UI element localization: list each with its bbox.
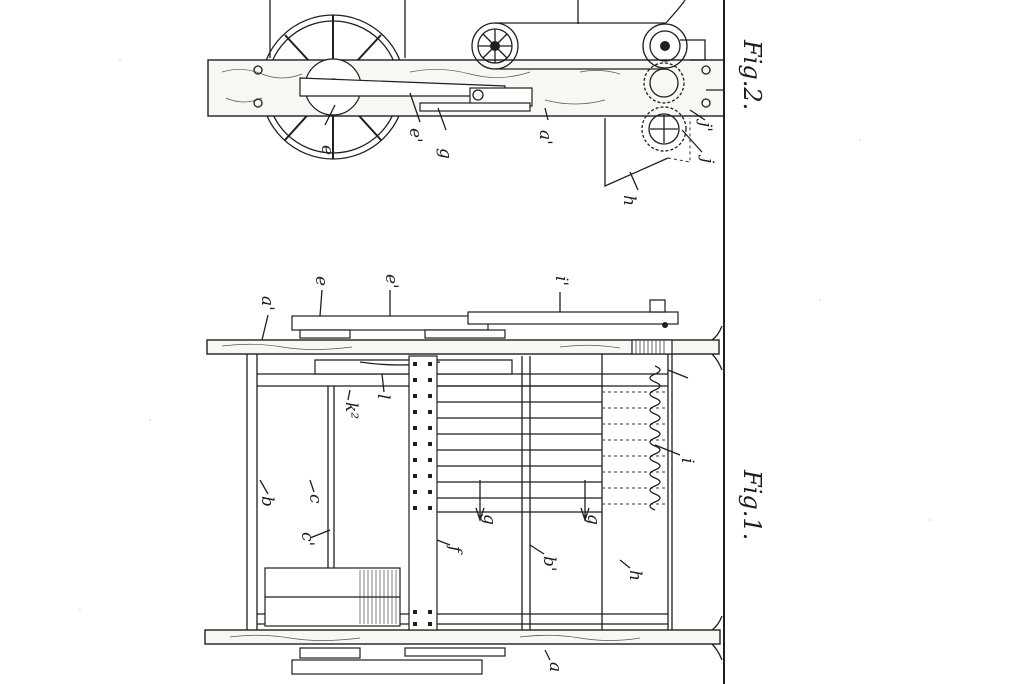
fig1-label-i: i <box>677 458 697 463</box>
fig2-label-a-prime: a' <box>535 130 555 145</box>
fig1-label-a: a <box>545 662 565 672</box>
fig1-label-c: c <box>305 494 325 504</box>
fig1-title: Fig.1. <box>738 469 766 540</box>
fig2-label-j-prime: j' <box>695 118 715 132</box>
figure-2: e e' g a' h j j' Fig.2. <box>207 0 766 684</box>
fig2-label-h: h <box>619 195 639 206</box>
fig1-label-h: h <box>625 570 645 581</box>
fig2-label-g: g <box>435 148 455 159</box>
upper-pulley <box>471 0 688 70</box>
figure-1: a' e e' i' k² l i b c c' f g b' g h a Fi… <box>204 274 766 675</box>
fig1-label-f: f <box>445 544 465 555</box>
top-beam <box>206 339 720 355</box>
fig1-label-e: e <box>311 276 331 286</box>
fig1-label-e-prime: e' <box>381 274 401 289</box>
fig2-label-e-prime: e' <box>405 128 425 143</box>
fig1-label-g-right: g <box>583 514 603 525</box>
fig2-title: Fig.2. <box>738 39 766 110</box>
pulley-stack <box>264 567 401 627</box>
fig1-label-g-left: g <box>479 514 499 525</box>
fig1-label-b: b <box>257 496 277 507</box>
fig2-label-e: e <box>317 145 337 155</box>
fig1-label-l: l <box>373 394 393 399</box>
fig1-label-b-prime: b' <box>539 556 559 572</box>
coiled-roller <box>649 365 661 511</box>
fig1-label-i-prime: i' <box>551 276 571 286</box>
fig1-label-a-prime: a' <box>257 296 277 311</box>
gear-wheels <box>641 62 687 152</box>
fig1-label-c-prime: c' <box>297 532 317 546</box>
fig1-label-k2: k² <box>341 402 361 419</box>
fig2-label-j: j <box>697 154 717 164</box>
